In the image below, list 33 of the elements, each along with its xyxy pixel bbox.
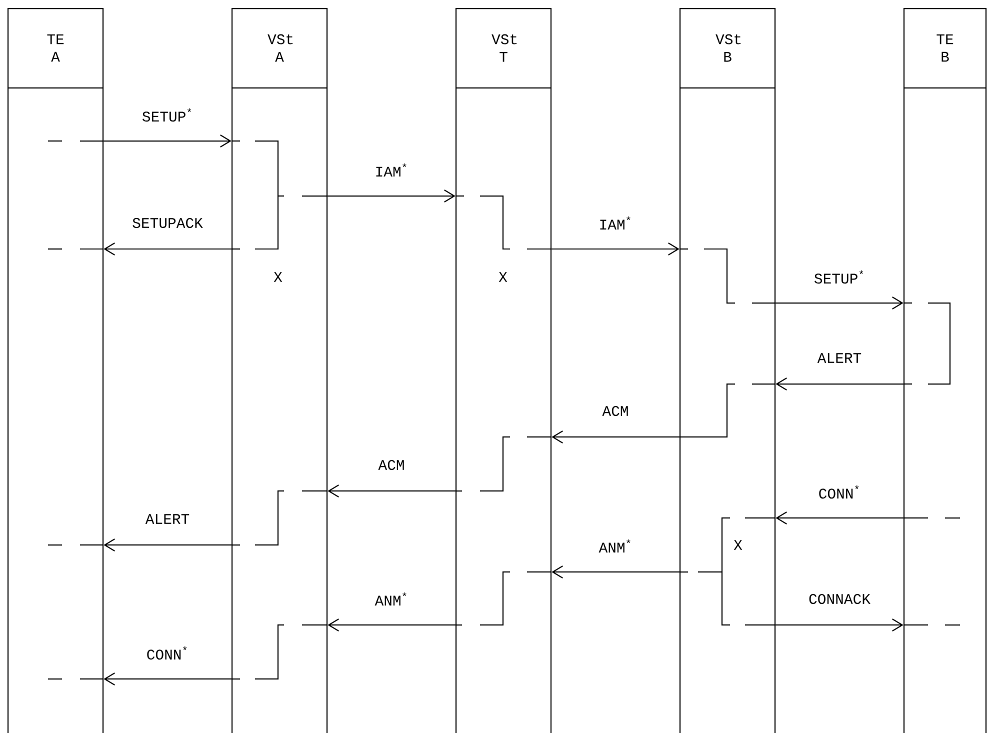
cross-mark: X <box>734 540 742 550</box>
participant-lane: TE B <box>903 8 987 733</box>
message-label: ALERT <box>817 353 862 363</box>
message-arrow <box>552 242 680 256</box>
message-arrow <box>776 618 904 632</box>
message-label: ACM <box>602 406 628 416</box>
message-label: ALERT <box>145 514 190 524</box>
message-label: ANM$^{*}$ <box>374 592 406 606</box>
message-label: SETUP$^{*}$ <box>814 270 864 284</box>
message-label: CONN$^{*}$ <box>819 485 859 499</box>
message-label: IAM$^{*}$ <box>376 163 406 177</box>
message-label: SETUPACK <box>132 218 203 228</box>
message-arrow <box>552 430 680 444</box>
message-arrow <box>776 378 904 390</box>
message-label: IAM$^{*}$ <box>600 216 630 230</box>
message-label: SETUP$^{*}$ <box>142 108 192 122</box>
message-arrow <box>104 242 232 256</box>
message-arrow <box>776 296 904 310</box>
message-arrow <box>776 512 904 524</box>
message-arrow <box>104 134 232 148</box>
message-arrow <box>328 618 456 632</box>
message-label: CONNACK <box>809 594 870 604</box>
message-arrow <box>104 538 232 552</box>
message-arrow <box>552 566 680 578</box>
participant-lane: TE A <box>7 8 104 733</box>
message-arrow <box>104 672 232 686</box>
cross-mark: X <box>498 272 508 282</box>
message-arrow <box>328 190 456 202</box>
message-label: CONN$^{*}$ <box>147 646 187 660</box>
message-arrow <box>328 484 456 498</box>
message-label: ACM <box>378 460 404 470</box>
cross-mark: X <box>274 272 282 282</box>
message-label: ANM$^{*}$ <box>598 539 630 553</box>
